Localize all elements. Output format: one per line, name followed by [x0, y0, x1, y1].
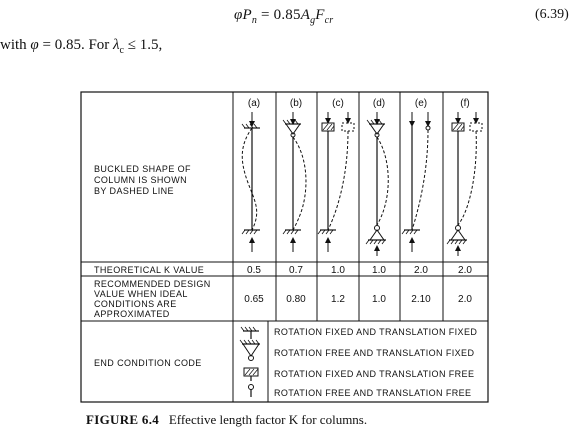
- caption-text: Effective length factor K for columns.: [168, 412, 368, 427]
- fixed-free-block-icon: [243, 367, 259, 381]
- equation-p: P: [242, 7, 252, 23]
- recommended-a: 0.65: [244, 294, 264, 305]
- theoretical-a: 0.5: [247, 265, 261, 276]
- buckled-label-1: BUCKLED SHAPE OF: [94, 164, 191, 174]
- col-label-e: (e): [415, 98, 427, 109]
- end-code-text-2: ROTATION FREE AND TRANSLATION FIXED: [274, 348, 474, 358]
- buckled-label-3: BY DASHED LINE: [94, 186, 174, 196]
- theoretical-d: 1.0: [372, 265, 386, 276]
- paragraph-text: with φ = 0.85. For λc ≤ 1.5,: [0, 37, 163, 56]
- buckled-label-2: COLUMN IS SHOWN: [94, 175, 187, 185]
- caption-label: FIGURE 6.4: [86, 412, 160, 427]
- fixed-support-icon: [240, 326, 259, 339]
- recommended-f: 2.0: [458, 294, 472, 305]
- equation-phi: φ: [234, 7, 243, 23]
- theoretical-label: THEORETICAL K VALUE: [94, 265, 204, 275]
- col-label-c: (c): [332, 98, 344, 109]
- column-sketch-a: [241, 112, 260, 252]
- recommended-d: 1.0: [372, 294, 386, 305]
- equation-number: (6.39): [535, 7, 569, 22]
- free-end-icon: [248, 384, 254, 397]
- col-label-d: (d): [373, 98, 385, 109]
- theoretical-c: 1.0: [331, 265, 345, 276]
- recommended-label-3: CONDITIONS ARE: [94, 299, 177, 309]
- column-sketch-f: [446, 112, 483, 256]
- recommended-label-2: VALUE WHEN IDEAL: [94, 289, 188, 299]
- column-sketch-b: [282, 112, 307, 252]
- end-condition-label: END CONDITION CODE: [94, 358, 202, 368]
- column-sketch-c: [317, 112, 355, 252]
- pin-support-icon: [239, 339, 260, 361]
- col-label-a: (a): [248, 98, 260, 109]
- recommended-b: 0.80: [286, 294, 306, 305]
- recommended-label-1: RECOMMENDED DESIGN: [94, 279, 211, 289]
- theoretical-f: 2.0: [458, 265, 472, 276]
- equation: φPn = 0.85AgFcr: [234, 7, 334, 26]
- end-code-text-3: ROTATION FIXED AND TRANSLATION FREE: [274, 369, 474, 379]
- col-label-b: (b): [290, 98, 302, 109]
- theoretical-e: 2.0: [414, 265, 428, 276]
- theoretical-b: 0.7: [289, 265, 303, 276]
- table-frame: [80, 91, 489, 403]
- recommended-label-4: APPROXIMATED: [94, 309, 170, 319]
- column-sketch-d: [365, 112, 389, 256]
- figure-caption: FIGURE 6.4 Effective length factor K for…: [86, 412, 367, 428]
- col-label-f: (f): [460, 98, 469, 109]
- recommended-e: 2.10: [411, 294, 431, 305]
- column-sketch-e: [401, 112, 431, 252]
- end-code-text-4: ROTATION FREE AND TRANSLATION FREE: [274, 388, 471, 398]
- recommended-c: 1.2: [331, 294, 345, 305]
- end-code-text-1: ROTATION FIXED AND TRANSLATION FIXED: [274, 327, 477, 337]
